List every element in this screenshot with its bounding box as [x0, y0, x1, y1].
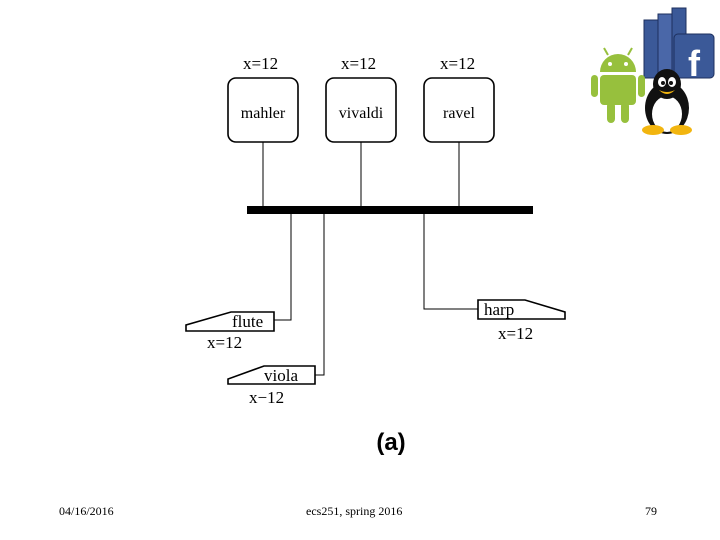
client-flute-value: x=12: [207, 333, 242, 352]
client-flute-label: flute: [232, 312, 263, 331]
host-ravel: x=12 ravel: [423, 54, 495, 208]
client-harp-value: x=12: [498, 324, 533, 343]
network-bus: [247, 206, 533, 214]
host-mahler-label: mahler: [241, 105, 286, 122]
host-mahler: x=12 mahler: [227, 54, 299, 208]
linux-tux-logo: [642, 69, 692, 135]
android-logo: [591, 47, 645, 123]
host-ravel-label: ravel: [443, 105, 476, 122]
host-vivaldi: x=12 vivaldi: [325, 54, 397, 208]
footer-page-number: 79: [645, 504, 657, 518]
client-harp: harp x=12: [477, 299, 566, 343]
client-viola: viola x−12: [227, 365, 316, 407]
host-mahler-value: x=12: [243, 54, 278, 73]
host-ravel-value: x=12: [440, 54, 475, 73]
figure-caption: (a): [376, 429, 405, 456]
host-vivaldi-label: vivaldi: [339, 105, 384, 122]
footer-course: ecs251, spring 2016: [306, 504, 403, 518]
facebook-logo: f: [643, 7, 715, 84]
client-viola-value: x−12: [249, 388, 284, 407]
host-vivaldi-value: x=12: [341, 54, 376, 73]
footer-date: 04/16/2016: [59, 504, 114, 518]
svg-text:f: f: [688, 43, 701, 84]
client-harp-label: harp: [484, 300, 514, 319]
client-flute: flute x=12: [185, 311, 275, 352]
client-viola-label: viola: [264, 366, 298, 385]
